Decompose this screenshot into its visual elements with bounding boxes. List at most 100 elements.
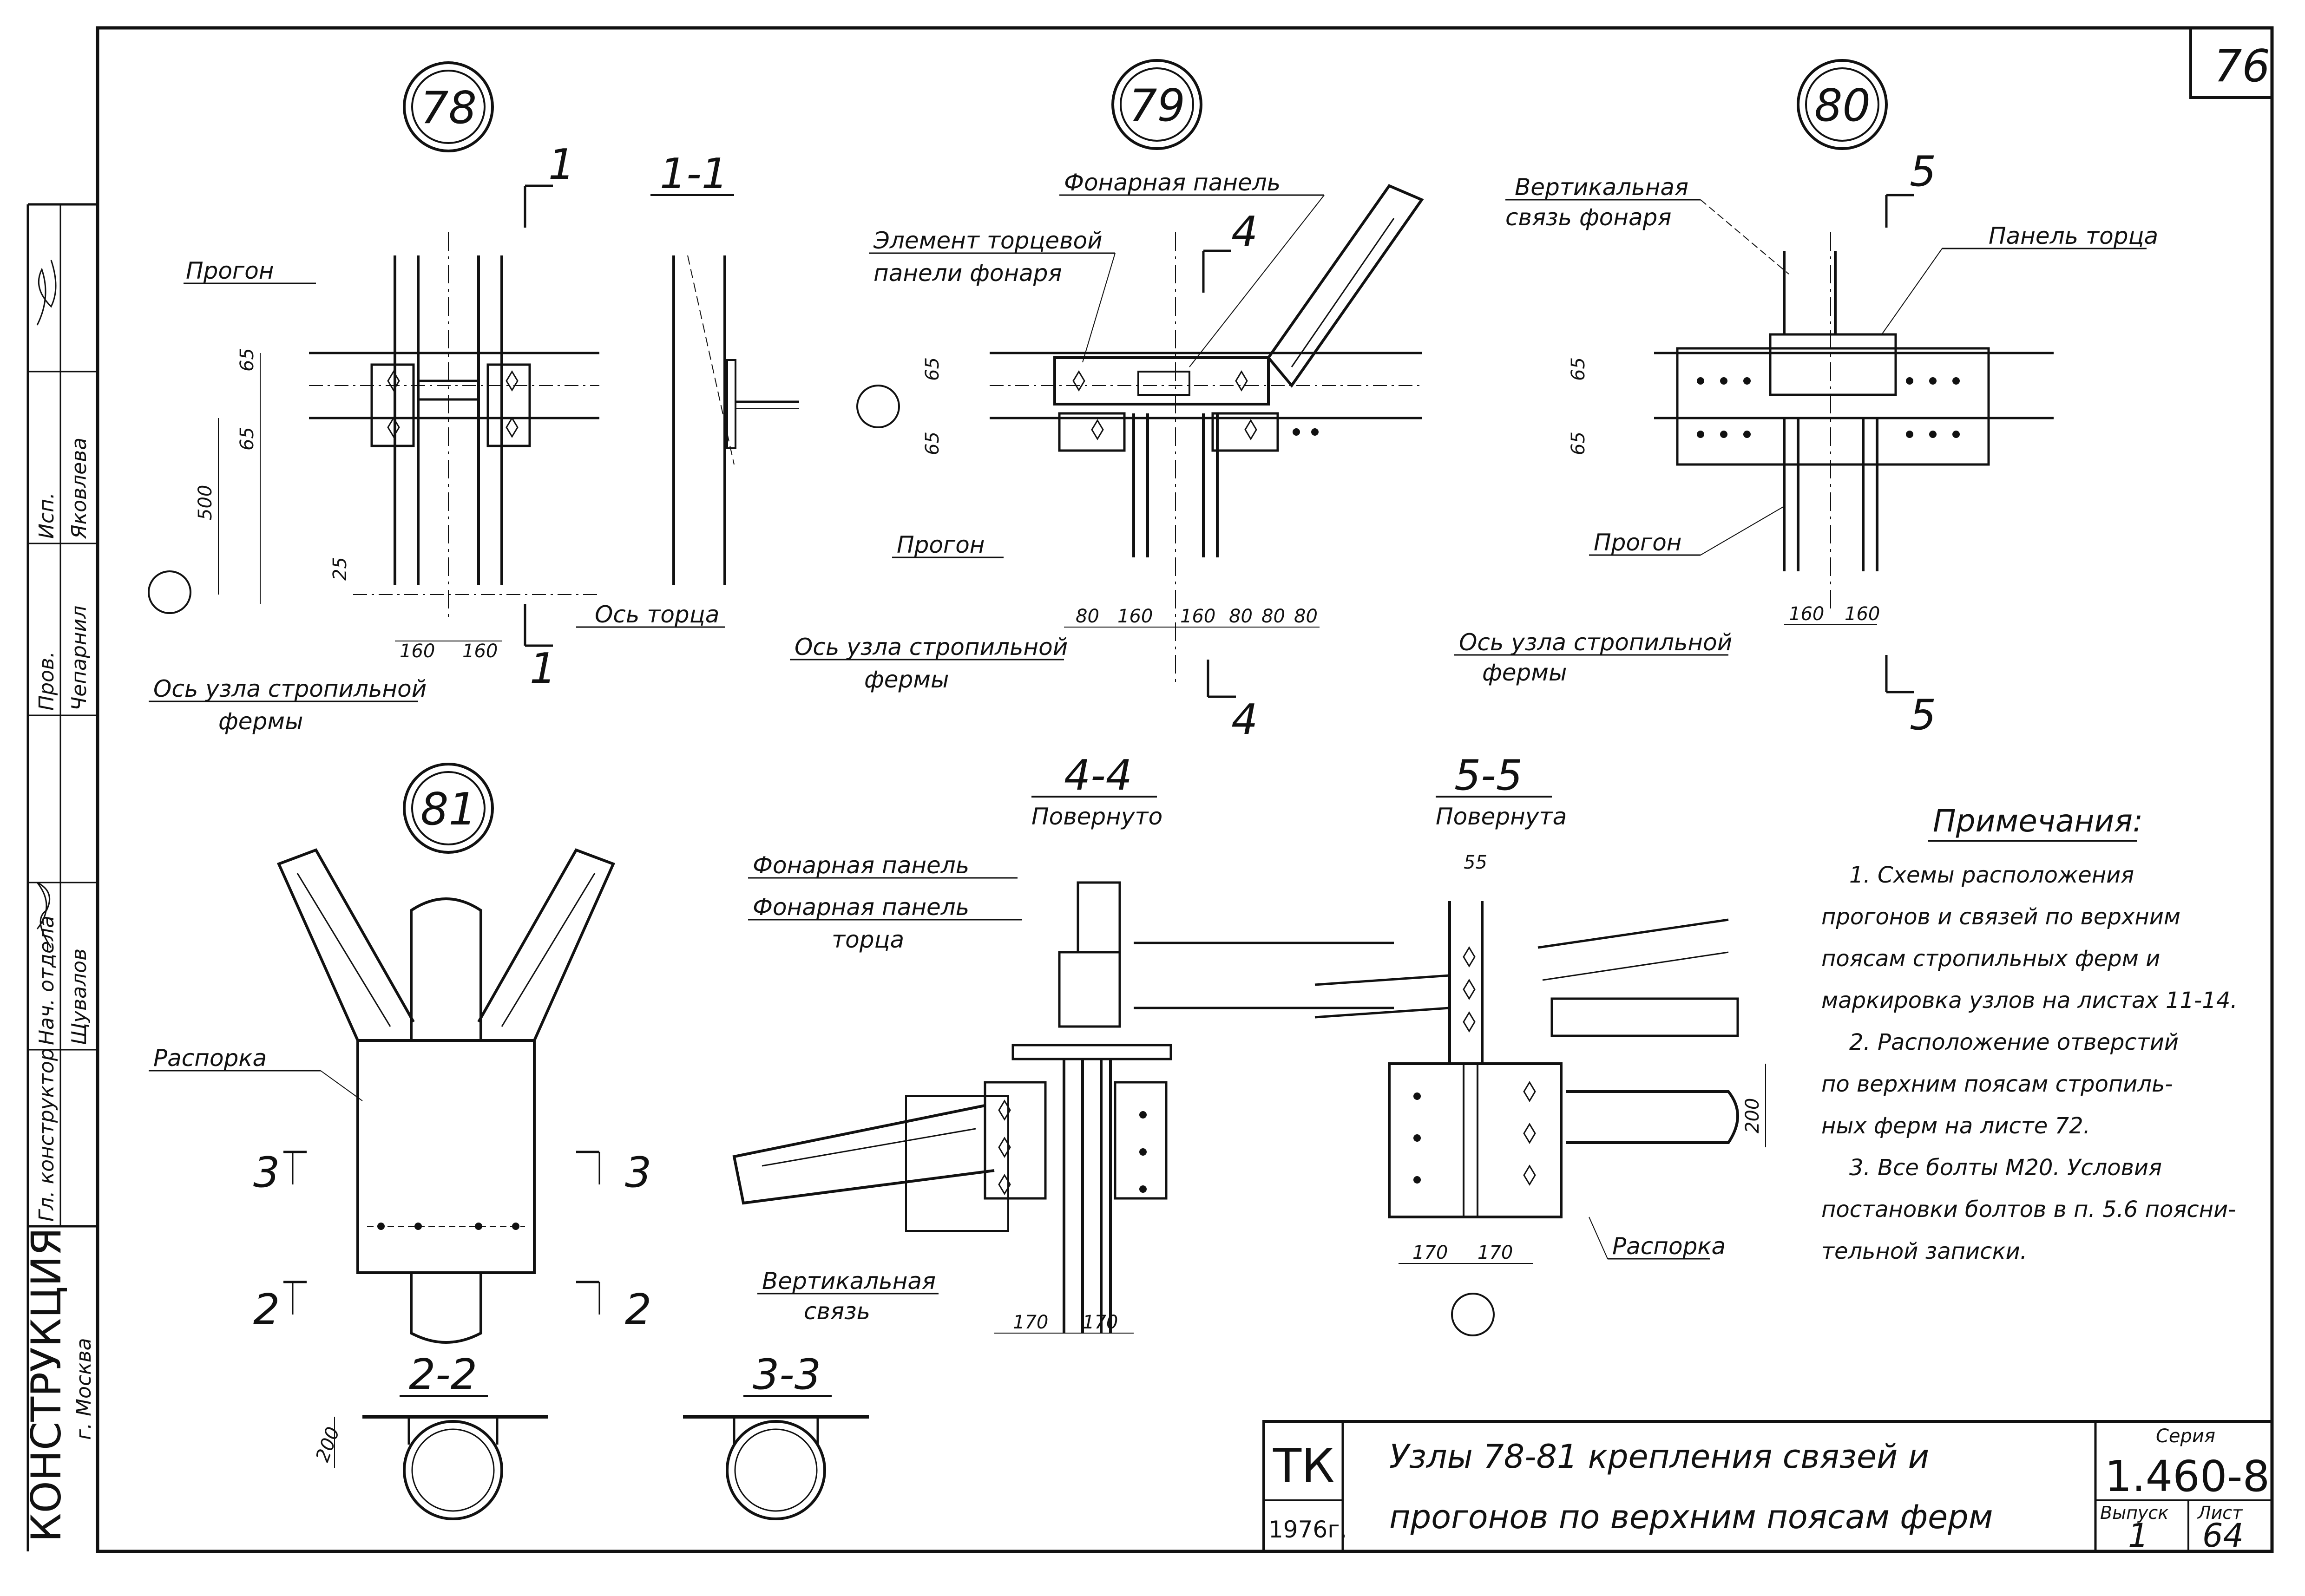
dim-55-170a: 170 (1412, 1242, 1448, 1263)
dim-78-65b: 65 (236, 427, 258, 451)
note-line-8: 3. Все болты М20. Условия (1849, 1155, 2162, 1181)
note-line-10: тельной записки. (1821, 1238, 2027, 1264)
dim-55-55: 55 (1464, 852, 1487, 873)
dim-80-160b: 160 (1845, 603, 1880, 625)
section-mark-79-top: 4 (1231, 208, 1258, 256)
section-44-title: 4-4 (1064, 751, 1132, 800)
label-80-end-panel: Панель торца (1989, 222, 2158, 249)
dim-44-170b: 170 (1083, 1312, 1118, 1333)
title-block: ТК 1976г. Узлы 78-81 крепления связей и … (1262, 1420, 2273, 1555)
sheet-value: 64 (2202, 1517, 2244, 1555)
node-marker-79: 79 (1129, 80, 1185, 131)
label-81-strut: Распорка (153, 1045, 267, 1072)
title-line-2: прогонов по верхним поясам ферм (1389, 1498, 1993, 1536)
label-79-axis-truss-2: фермы (864, 666, 949, 693)
section-44-lantern-panel: Фонарная панель (753, 852, 969, 879)
mark-81-3-left: 3 (253, 1148, 280, 1197)
dim-79-80d: 80 (1294, 606, 1318, 627)
mark-81-3-right: 3 (625, 1148, 651, 1197)
signature-1 (36, 260, 57, 326)
note-line-3: поясам стропильных ферм и (1821, 946, 2160, 972)
issue-number: 1 (2128, 1517, 2149, 1555)
series-number: 1.460-8 (2105, 1452, 2270, 1501)
dim-79-65b: 65 (922, 432, 943, 455)
label-79-end-panel-1: Элемент торцевой (873, 227, 1103, 254)
label-80-vert-brace-2: связь фонаря (1505, 204, 1671, 231)
section-mark-80-bottom: 5 (1910, 691, 1936, 739)
section-55-title: 5-5 (1454, 751, 1523, 800)
note-line-4: маркировка узлов на листах 11-14. (1821, 988, 2238, 1014)
section-44-lantern-end-2: торца (832, 926, 904, 953)
stamp-role-4: Гл. конструктор (35, 1048, 59, 1222)
note-line-9: постановки болтов в п. 5.6 поясни- (1821, 1197, 2236, 1223)
stamp-role-2: Пров. (35, 651, 59, 711)
sheet-number: 76 (2214, 41, 2270, 92)
dim-78-160a: 160 (400, 641, 435, 662)
node-80: 80 Вертикальная связь фонаря Панель торц… (1454, 59, 2158, 739)
section-44-lantern-end-1: Фонарная панель (753, 894, 969, 921)
label-79-end-panel-2: панели фонаря (873, 260, 1062, 287)
stamp-name-2: Чепарнил (67, 606, 91, 711)
stamp-name-1: Яковлева (67, 438, 91, 539)
label-79-progon: Прогон (897, 531, 985, 558)
dim-81-200: 200 (312, 1424, 344, 1465)
notes: Примечания: 1. Схемы расположения прогон… (1821, 803, 2238, 1264)
side-stamp: Исп. Яковлева Пров. Чепарнил Нач. отдела… (22, 203, 98, 1551)
section-title-3-3: 3-3 (753, 1350, 821, 1399)
dim-78-500: 500 (195, 485, 216, 520)
stamp-role-1: Исп. (35, 492, 59, 539)
dim-79-160b: 160 (1180, 606, 1215, 627)
label-78-axis-truss-2: фермы (218, 708, 303, 735)
section-mark-78-bottom: 1 (530, 644, 556, 693)
dim-80-65a: 65 (1568, 357, 1589, 381)
node-78: 78 Прогон 1 1 65 65 500 25 160 (148, 61, 799, 735)
dim-79-80a: 80 (1076, 606, 1099, 627)
notes-title: Примечания: (1933, 803, 2143, 839)
title-org: ТК (1273, 1439, 1334, 1493)
dim-78-25: 25 (329, 557, 351, 581)
dim-79-65a: 65 (922, 357, 943, 381)
node-marker-81: 81 (420, 784, 477, 835)
section-title-2-2: 2-2 (409, 1350, 477, 1399)
section-44-subtitle: Повернуто (1031, 803, 1162, 830)
stamp-name-3: Щувалов (67, 948, 91, 1045)
title-year: 1976г. (1268, 1516, 1347, 1543)
node-79: 79 Фонарная панель Элемент торцевой пане… (790, 59, 1424, 744)
signature-2 (36, 882, 52, 948)
stamp-org: КОНСТРУКЦИЯ (22, 1227, 70, 1542)
label-78-progon: Прогон (186, 257, 274, 284)
sheet-number-box (2189, 26, 2273, 99)
section-44-vert-brace-1: Вертикальная (762, 1268, 936, 1295)
section-4-4: 4-4 Повернуто Фонарная панель Фонарная п… (732, 751, 1394, 1334)
title-line-1: Узлы 78-81 крепления связей и (1389, 1438, 1929, 1476)
section-mark-78-top: 1 (548, 140, 575, 189)
label-78-axis-end: Ось торца (595, 601, 719, 628)
node-81: 81 Распорка 3 3 2 2 2-2 (149, 763, 869, 1520)
label-79-lantern-panel: Фонарная панель (1064, 169, 1281, 196)
dim-79-80c: 80 (1261, 606, 1285, 627)
mark-81-2-right: 2 (625, 1285, 651, 1334)
dim-80-160a: 160 (1789, 603, 1824, 625)
dim-55-200: 200 (1742, 1098, 1763, 1133)
dim-55-170b: 170 (1478, 1242, 1513, 1263)
mark-81-2-left: 2 (253, 1285, 280, 1334)
dim-78-160b: 160 (462, 641, 498, 662)
stamp-role-3: Нач. отдела (35, 916, 59, 1045)
section-55-subtitle: Повернута (1436, 803, 1567, 830)
section-44-vert-brace-2: связь (804, 1298, 870, 1325)
series-label: Серия (2156, 1426, 2215, 1447)
sheet-label: Лист (2197, 1503, 2243, 1523)
note-line-2: прогонов и связей по верхним (1821, 904, 2180, 930)
section-mark-80-top: 5 (1910, 147, 1936, 196)
section-55-strut: Распорка (1612, 1233, 1726, 1260)
note-line-5: 2. Расположение отверстий (1849, 1029, 2179, 1055)
label-80-axis-truss-2: фермы (1482, 659, 1567, 686)
section-mark-79-bottom: 4 (1231, 695, 1258, 744)
dim-78-65a: 65 (236, 348, 258, 372)
stamp-city: г. Москва (72, 1338, 96, 1440)
issue-label: Выпуск (2100, 1503, 2168, 1523)
label-80-vert-brace-1: Вертикальная (1515, 174, 1688, 201)
note-line-7: ных ферм на листе 72. (1821, 1113, 2090, 1139)
section-title-1-1: 1-1 (660, 150, 728, 198)
dim-44-170a: 170 (1013, 1312, 1048, 1333)
